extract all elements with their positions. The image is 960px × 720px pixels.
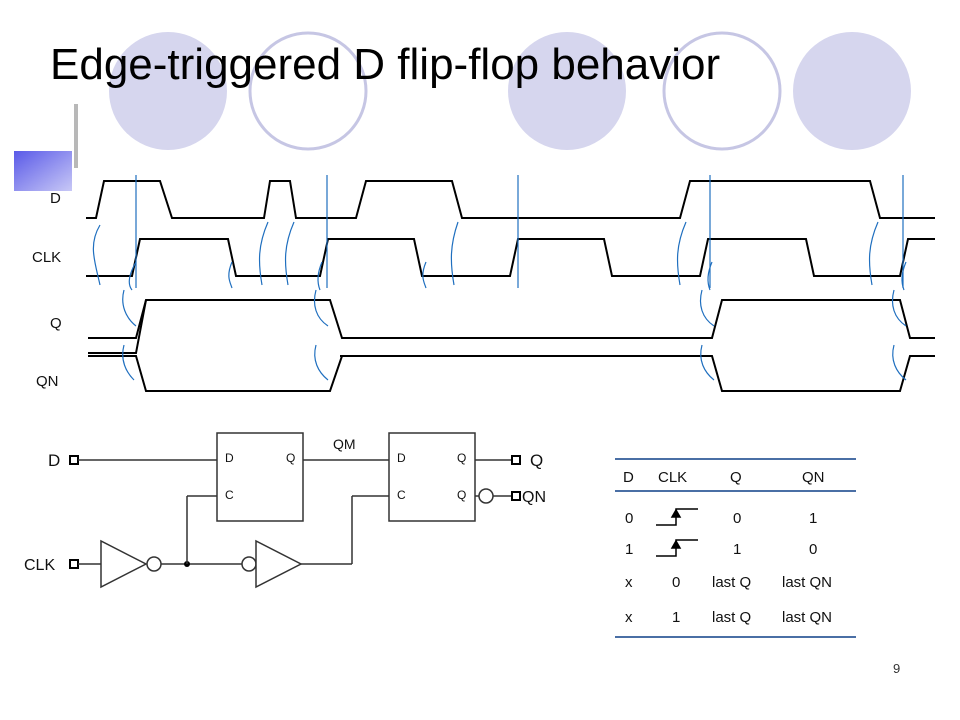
latch2-label-qbar: Q: [457, 488, 466, 502]
table-header-cell: CLK: [658, 469, 687, 486]
table-cell: last Q: [712, 609, 751, 626]
latch2-label-d: D: [397, 451, 406, 465]
signal-label-q: Q: [50, 315, 62, 332]
deco-circle-filled: [793, 32, 911, 150]
waveform-q: [88, 299, 935, 339]
signal-label-clk: CLK: [32, 249, 61, 266]
output-label-q: Q: [530, 451, 543, 470]
causality-arrow: [122, 289, 137, 327]
table-cell: 1: [672, 609, 680, 626]
causality-arrow: [676, 221, 687, 286]
table-cell: 1: [733, 541, 741, 558]
causality-arrow: [258, 221, 269, 286]
causality-arrow: [314, 344, 329, 381]
latch1-box: [216, 432, 304, 522]
table-cell: 0: [733, 510, 741, 527]
signal-label-qn: QN: [36, 373, 59, 390]
output-label-qn: QN: [522, 489, 546, 506]
table-header-cell: D: [623, 469, 634, 486]
causality-arrow: [313, 289, 329, 327]
causality-arrow: [868, 221, 879, 286]
table-row: 0 0 1: [625, 510, 817, 527]
deco-circle-outline: [662, 31, 782, 151]
deco-circle-filled: [508, 32, 626, 150]
q-output-terminal: [511, 455, 521, 465]
causality-arrow: [892, 344, 907, 381]
page-number: 9: [893, 661, 901, 676]
causality-arrow: [700, 344, 715, 381]
latch1-label-c: C: [225, 488, 234, 502]
table-cell: 0: [809, 541, 817, 558]
causality-arrow: [891, 289, 907, 327]
table-cell: last QN: [782, 574, 832, 591]
table-cell: 0: [625, 510, 633, 527]
causality-arrow: [92, 224, 101, 286]
causality-arrow: [450, 221, 459, 286]
causality-arrow: [128, 261, 137, 291]
latch2-label-q: Q: [457, 451, 466, 465]
causality-arrow: [284, 221, 295, 286]
qn-output-terminal: [511, 491, 521, 501]
table-row: x 1 last Q last QN: [625, 609, 832, 626]
table-cell: 1: [809, 510, 817, 527]
waveforms: [86, 180, 935, 392]
latch1-label-q: Q: [286, 451, 295, 465]
table-row: x 0 last Q last QN: [625, 574, 832, 591]
causality-arrow: [122, 344, 135, 381]
table-header-cell: Q: [730, 469, 742, 486]
inverter1-body: [100, 539, 148, 589]
latch2-label-c: C: [397, 488, 406, 502]
table-cell: 1: [625, 541, 633, 558]
signal-label-d: D: [50, 190, 61, 207]
causality-arrow: [699, 289, 715, 327]
causality-arrow: [228, 261, 233, 289]
deco-circle-outline: [248, 31, 368, 151]
table-cell: 0: [672, 574, 680, 591]
circuit-label-clk-input: CLK: [24, 557, 55, 574]
table-header-cell: QN: [802, 469, 825, 486]
table-cell: x: [625, 574, 633, 591]
causality-arrow: [901, 261, 907, 291]
latch2-box: [388, 432, 476, 522]
inverter2-body: [255, 539, 303, 589]
causality-arrows: [92, 221, 907, 381]
table-cell: last QN: [782, 609, 832, 626]
deco-accent-square: [14, 151, 72, 191]
waveform-q-low-line: [88, 299, 147, 354]
causality-arrow: [317, 261, 323, 291]
waveform-d: [86, 180, 935, 219]
table-header: D CLK Q QN: [623, 469, 825, 486]
circuit-label-d-input: D: [48, 451, 60, 470]
causality-arrow: [707, 261, 713, 291]
table-row: 1 1 0: [625, 541, 817, 558]
table-cell: x: [625, 609, 633, 626]
causality-arrow: [422, 261, 427, 289]
deco-circle-filled: [109, 32, 227, 150]
deco-vertical-bar: [74, 104, 78, 168]
table-cell: last Q: [712, 574, 751, 591]
node-label-qm: QM: [333, 436, 356, 452]
latch1-label-d: D: [225, 451, 234, 465]
rising-edge-symbol: [656, 539, 698, 557]
circuit-labels: D CLK D Q C QM D Q C Q Q QN: [24, 436, 546, 574]
slide-title: Edge-triggered D flip-flop behavior: [50, 40, 721, 89]
signal-labels: D CLK Q QN: [32, 190, 62, 390]
rising-edge-symbol: [656, 508, 698, 526]
waveform-clk: [86, 238, 935, 277]
